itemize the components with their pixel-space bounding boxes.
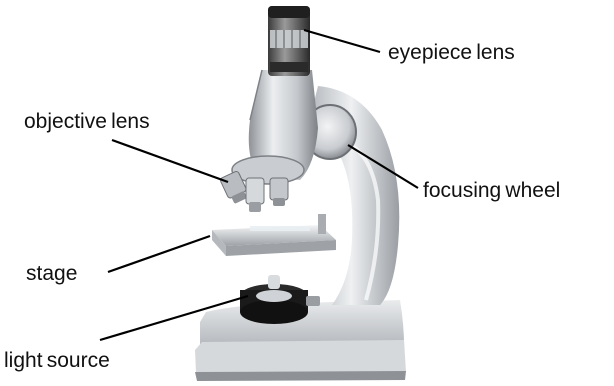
leader-eyepiece bbox=[304, 30, 380, 52]
stage-platform bbox=[212, 214, 336, 256]
label-eyepiece-lens: eyepiece lens bbox=[388, 42, 515, 63]
label-stage: stage bbox=[26, 263, 77, 284]
eyepiece bbox=[268, 6, 310, 76]
label-objective-lens: objective lens bbox=[24, 111, 150, 132]
revolving-nosepiece bbox=[232, 156, 304, 184]
leader-stage bbox=[108, 236, 210, 272]
label-light-source: light source bbox=[4, 350, 110, 371]
label-focusing-wheel: focusing wheel bbox=[423, 180, 560, 201]
leader-objective bbox=[112, 140, 228, 182]
